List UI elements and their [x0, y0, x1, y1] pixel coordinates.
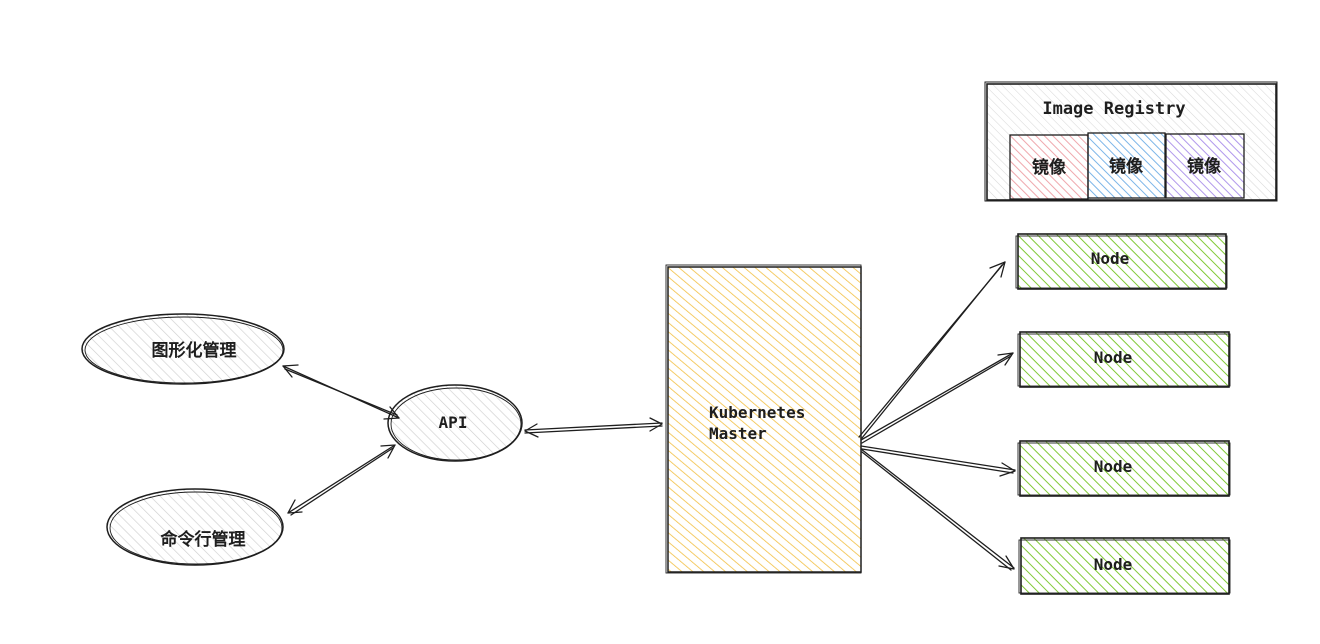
- node-label: Node: [1094, 555, 1133, 574]
- image-registry: Image Registry 镜像 镜像 镜像: [984, 81, 1278, 202]
- cli-management-node: 命令行管理: [106, 488, 284, 566]
- arrow-gui-api: [282, 364, 400, 420]
- image-label: 镜像: [1187, 156, 1222, 177]
- image-label: 镜像: [1109, 156, 1144, 177]
- gui-management-label: 图形化管理: [152, 340, 237, 361]
- image-box-red: 镜像: [1009, 134, 1089, 200]
- kubernetes-master: Kubernetes Master: [665, 264, 862, 574]
- image-box-purple: 镜像: [1165, 133, 1245, 199]
- gui-management-node: 图形化管理: [81, 313, 285, 385]
- image-label: 镜像: [1032, 157, 1067, 178]
- worker-node-4: Node: [1018, 537, 1231, 595]
- registry-title: Image Registry: [1042, 99, 1185, 119]
- arrow-master-node-4: [860, 448, 1015, 571]
- node-label: Node: [1091, 249, 1130, 268]
- api-node: API: [387, 384, 523, 462]
- worker-node-2: Node: [1017, 331, 1231, 388]
- cli-management-label: 命令行管理: [160, 529, 246, 550]
- arrow-cli-api: [287, 444, 396, 516]
- arrow-master-node-3: [860, 445, 1016, 477]
- worker-node-3: Node: [1017, 440, 1231, 497]
- arrow-api-master: [524, 417, 663, 438]
- worker-node-1: Node: [1015, 233, 1228, 290]
- image-box-blue: 镜像: [1087, 132, 1166, 199]
- master-label-line1: Kubernetes: [709, 403, 805, 422]
- node-label: Node: [1094, 348, 1133, 367]
- node-label: Node: [1094, 457, 1133, 476]
- api-label: API: [439, 413, 468, 432]
- arrow-master-node-1: [858, 261, 1006, 439]
- arrow-master-node-2: [860, 352, 1014, 444]
- master-label-line2: Master: [709, 424, 767, 443]
